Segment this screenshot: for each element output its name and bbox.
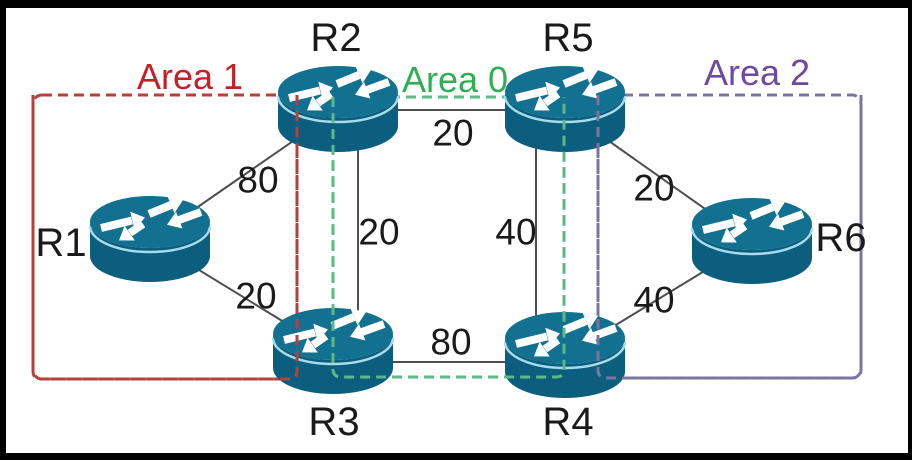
area-2-boundary-overlay [596, 95, 863, 380]
router-r3-icon [273, 308, 393, 394]
link-cost-r1-r2: 80 [237, 159, 279, 201]
router-label-r3: R3 [308, 400, 360, 444]
link-cost-r5-r6: 20 [633, 167, 675, 209]
router-r6-icon [692, 198, 812, 284]
router-r2-icon [278, 66, 398, 152]
link-cost-r3-r4: 80 [430, 321, 472, 363]
area-0-label: Area 0 [401, 59, 509, 100]
area-0-boundary-overlay [331, 97, 566, 379]
area-2-label: Area 2 [703, 52, 811, 93]
link-cost-r1-r3: 20 [235, 275, 277, 317]
router-r4-icon [505, 312, 625, 398]
area-1-boundary [31, 93, 299, 381]
router-label-r6: R6 [815, 216, 867, 260]
area-1-label: Area 1 [136, 56, 244, 97]
router-label-r5: R5 [542, 16, 594, 60]
link-cost-r2-r5: 20 [432, 112, 474, 154]
link-cost-r4-r5: 40 [495, 211, 537, 253]
link-cost-r4-r6: 40 [633, 279, 675, 321]
area-1-boundary-overlay [31, 95, 299, 381]
router-label-r1: R1 [35, 221, 87, 265]
router-r1-icon [90, 196, 210, 282]
link-cost-r2-r3: 20 [358, 211, 400, 253]
router-label-r2: R2 [310, 16, 362, 60]
router-label-r4: R4 [542, 400, 594, 444]
